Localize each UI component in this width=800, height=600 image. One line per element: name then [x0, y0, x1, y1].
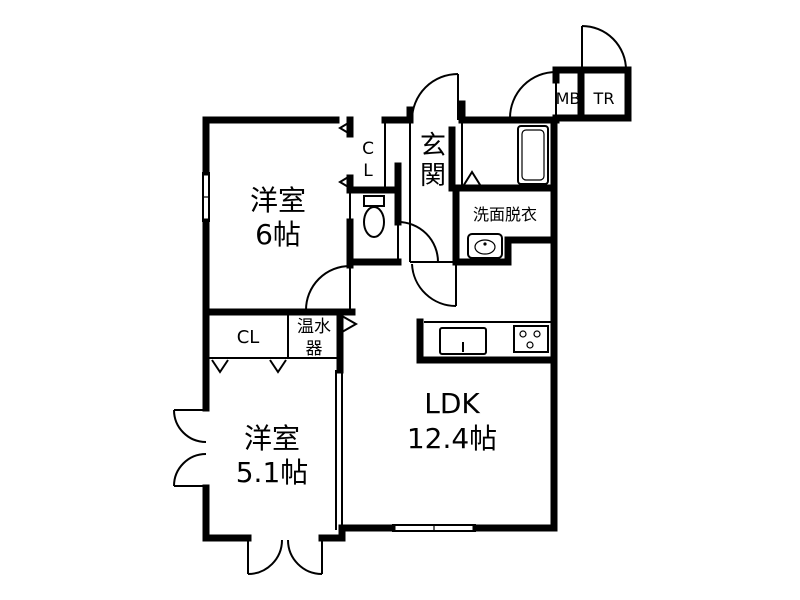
labels: 洋室 6帖 洋室 5.1帖 LDK 12.4帖 玄 関 C L CL 温水 器 … [236, 89, 615, 489]
fixtures [363, 125, 549, 355]
western-room-north-name: 洋室 [250, 184, 306, 217]
western-room-south-name: 洋室 [244, 422, 300, 455]
washroom-name: 洗面脱衣 [473, 205, 537, 224]
entrance-line2: 関 [420, 161, 446, 191]
toilet [363, 195, 385, 238]
entrance-line1: 玄 [420, 131, 446, 161]
stove [513, 325, 549, 353]
doors [173, 25, 627, 575]
meter-box-name: MB [556, 89, 581, 108]
water-heater-line1: 温水 [297, 317, 331, 337]
water-heater-line2: 器 [306, 339, 323, 359]
closet-north-line1: C [362, 139, 374, 159]
closet-south-name: CL [237, 327, 260, 348]
windows [202, 172, 476, 532]
bathtub [517, 125, 549, 185]
trunk-room-name: TR [593, 89, 615, 108]
ldk-size: 12.4帖 [407, 422, 497, 455]
kitchen-sink [439, 327, 487, 355]
western-room-north-size: 6帖 [255, 218, 301, 251]
closet-north-line2: L [363, 161, 373, 181]
wash-basin [467, 233, 503, 259]
ldk-name: LDK [424, 387, 480, 420]
western-room-south-size: 5.1帖 [236, 456, 309, 489]
